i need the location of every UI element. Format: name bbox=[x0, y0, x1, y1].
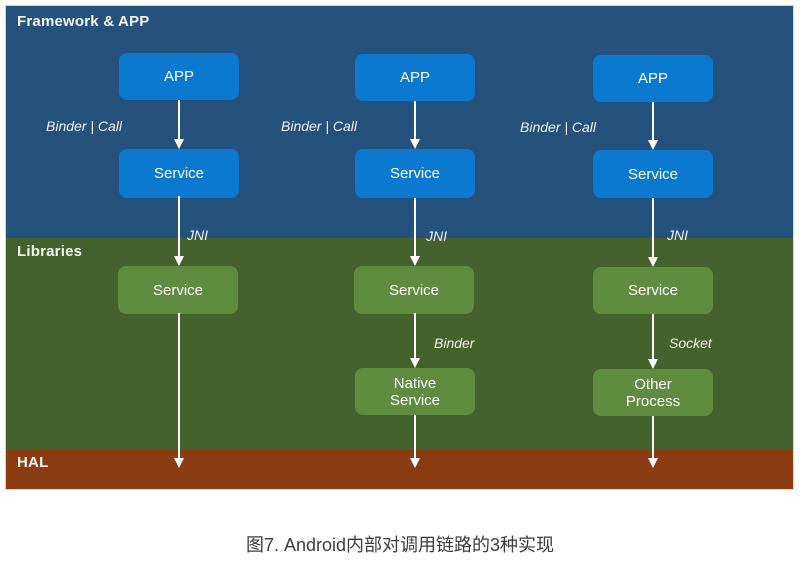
col1-app-label: APP bbox=[163, 68, 194, 85]
col2-framework-service-label: Service bbox=[389, 165, 441, 182]
col3-library-service-box: Service bbox=[593, 267, 713, 314]
band-framework-label: Framework & APP bbox=[17, 13, 150, 30]
col3-jni-label: JNI bbox=[667, 227, 688, 243]
col1-framework-service-box: Service bbox=[119, 149, 239, 198]
col3-app-box: APP bbox=[593, 55, 713, 102]
band-framework-and-app: Framework & APP bbox=[6, 6, 793, 238]
col3-socket-label: Socket bbox=[669, 335, 712, 351]
col1-framework-service-label: Service bbox=[153, 165, 205, 182]
col2-native-service-label: Native Service bbox=[389, 374, 441, 409]
band-hal: HAL bbox=[6, 449, 793, 489]
col2-native-service-box: Native Service bbox=[355, 368, 475, 415]
col3-library-service-label: Service bbox=[627, 282, 679, 299]
figure-caption: 图7. Android内部对调用链路的3种实现 bbox=[245, 535, 555, 555]
col1-jni-label: JNI bbox=[187, 227, 208, 243]
col2-app-label: APP bbox=[399, 69, 430, 86]
col3-framework-service-box: Service bbox=[593, 150, 713, 198]
col3-arrow-other-to-hal-icon bbox=[648, 416, 658, 468]
col2-arrow-native-to-hal-icon bbox=[410, 415, 420, 468]
band-hal-label: HAL bbox=[17, 454, 49, 471]
col2-library-service-label: Service bbox=[388, 281, 440, 299]
col3-arrow-libservice-to-other-icon bbox=[648, 314, 658, 369]
col2-app-box: APP bbox=[355, 54, 475, 101]
col2-jni-label: JNI bbox=[426, 228, 447, 244]
col1-library-service-label: Service bbox=[152, 281, 204, 299]
col1-arrow-libservice-to-hal-icon bbox=[174, 313, 184, 468]
col2-arrow-service-to-libservice-icon bbox=[410, 198, 420, 266]
col3-binder-call-label: Binder | Call bbox=[520, 119, 597, 135]
col1-arrow-app-to-service-icon bbox=[174, 100, 184, 149]
col3-framework-service-label: Service bbox=[627, 165, 679, 183]
col2-framework-service-box: Service bbox=[355, 149, 475, 198]
col3-arrow-service-to-libservice-icon bbox=[648, 198, 658, 267]
col2-arrow-libservice-to-native-icon bbox=[410, 313, 420, 368]
col2-binder-call-label: Binder | Call bbox=[281, 118, 358, 134]
col1-app-box: APP bbox=[119, 53, 239, 100]
band-libraries-label: Libraries bbox=[17, 243, 83, 260]
col3-arrow-app-to-service-icon bbox=[648, 102, 658, 150]
col2-library-service-box: Service bbox=[354, 266, 474, 314]
col2-arrow-app-to-service-icon bbox=[410, 101, 420, 149]
col3-app-label: APP bbox=[637, 70, 668, 87]
col1-library-service-box: Service bbox=[118, 266, 238, 314]
col2-binder-label: Binder bbox=[434, 335, 475, 351]
android-call-chain-diagram: Framework & APP Libraries HAL APP Binder… bbox=[5, 5, 794, 490]
col3-other-process-box: Other Process bbox=[593, 369, 713, 416]
col1-binder-call-label: Binder | Call bbox=[46, 118, 123, 134]
col1-arrow-service-to-libservice-icon bbox=[174, 196, 184, 266]
col3-other-process-label: Other Process bbox=[625, 375, 681, 410]
